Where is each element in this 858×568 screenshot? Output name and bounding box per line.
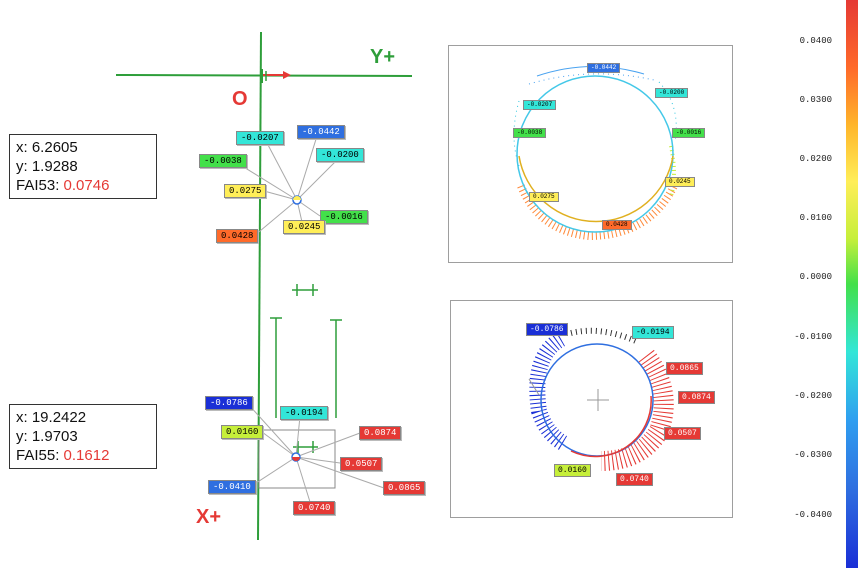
point2-y-value: 1.9703	[31, 428, 78, 445]
point1-tag[interactable]: 0.0428	[216, 229, 259, 243]
scale-tick: 0.0400	[799, 36, 832, 46]
origin-arrowhead	[283, 71, 291, 79]
point1-info-box: x: 6.2605 y: 1.9288 FAI53: 0.0746	[9, 134, 157, 199]
scale-tick: 0.0000	[799, 272, 832, 282]
y-plus-label: Y+	[370, 46, 396, 68]
circle-top-lower-arc	[518, 155, 674, 223]
point1-x: x: 6.2605	[16, 138, 150, 157]
scale-tick: -0.0100	[794, 332, 832, 342]
point2-tag[interactable]: -0.0194	[280, 406, 328, 420]
circle-bottom-tag[interactable]: -0.0194	[632, 326, 674, 339]
circle-bottom-tag[interactable]: 0.0160	[554, 464, 591, 477]
circle-bottom-plot	[528, 327, 674, 471]
circle-top-outline	[516, 75, 674, 233]
point2-x-value: 19.2422	[31, 409, 87, 426]
point1-tag[interactable]: -0.0442	[297, 125, 345, 139]
point1-fai-value: 0.0746	[63, 177, 110, 194]
color-scale-bar	[846, 0, 858, 568]
point2-y: y: 1.9703	[16, 427, 150, 446]
point2-y-label: y:	[16, 428, 32, 445]
scale-tick: -0.0400	[794, 510, 832, 520]
circle-top-tag[interactable]: 0.0428	[602, 220, 632, 230]
point2-x-label: x:	[16, 409, 32, 426]
point2-tag[interactable]: 0.0160	[221, 425, 264, 439]
point2-tag[interactable]: -0.0410	[208, 480, 256, 494]
point1-fai-label: FAI53:	[16, 177, 64, 194]
circle-bottom-leader	[528, 378, 540, 396]
circle-top-tag[interactable]: 0.0275	[529, 192, 559, 202]
circle-top-hatching	[513, 65, 678, 241]
point1-tag[interactable]: -0.0207	[236, 131, 284, 145]
point1-x-value: 6.2605	[31, 139, 78, 156]
point2-tag[interactable]: 0.0740	[293, 501, 336, 515]
circle-bottom-tag[interactable]: 0.0865	[666, 362, 703, 375]
dimension-markers	[270, 284, 342, 453]
point1-tag[interactable]: 0.0275	[224, 184, 267, 198]
point2-fai: FAI55: 0.1612	[16, 446, 150, 465]
circle-bottom-hatching	[529, 327, 674, 471]
circle-panel-top: -0.0442 -0.0200 -0.0207 -0.0016 -0.0038 …	[448, 45, 733, 263]
point1-tag[interactable]: -0.0016	[320, 210, 368, 224]
point2-box	[258, 429, 336, 489]
x-plus-label: X+	[196, 506, 222, 528]
scale-tick: 0.0300	[799, 95, 832, 105]
circle-top-tag[interactable]: -0.0207	[523, 100, 557, 110]
point1-fai: FAI53: 0.0746	[16, 176, 150, 195]
point2-tag[interactable]: 0.0874	[359, 426, 402, 440]
circle-top-tag[interactable]: -0.0200	[655, 88, 689, 98]
point2-tag[interactable]: -0.0786	[205, 396, 253, 410]
point2-x: x: 19.2422	[16, 408, 150, 427]
circle-top-tag[interactable]: 0.0245	[665, 177, 695, 187]
point1-y-value: 1.9288	[31, 158, 78, 175]
circle-bottom-tag[interactable]: 0.0740	[616, 473, 653, 486]
point1-x-label: x:	[16, 139, 32, 156]
scale-tick: -0.0200	[794, 391, 832, 401]
point2-tag[interactable]: 0.0865	[383, 481, 426, 495]
point2-tag[interactable]: 0.0507	[340, 457, 383, 471]
circle-panel-bottom: -0.0786 -0.0194 0.0865 0.0874 0.0507 0.0…	[450, 300, 733, 518]
point1-tag[interactable]: -0.0200	[316, 148, 364, 162]
point2-fai-label: FAI55:	[16, 447, 64, 464]
point2-info-box: x: 19.2422 y: 1.9703 FAI55: 0.1612	[9, 404, 157, 469]
point1-tag[interactable]: -0.0038	[199, 154, 247, 168]
circle-bottom-tag[interactable]: 0.0874	[678, 391, 715, 404]
point2-leaders	[247, 403, 385, 503]
circle-top-tag[interactable]: -0.0016	[672, 128, 706, 138]
origin-label: O	[232, 88, 248, 110]
circle-top-tag[interactable]: -0.0038	[513, 128, 547, 138]
scale-tick: 0.0100	[799, 213, 832, 223]
circle-bottom-tag[interactable]: -0.0786	[526, 323, 568, 336]
point1-y: y: 1.9288	[16, 157, 150, 176]
circle-bottom-tag[interactable]: 0.0507	[664, 427, 701, 440]
circle-top-plot	[513, 65, 678, 241]
point2-fai-value: 0.1612	[63, 447, 110, 464]
circle-bottom-red-arc	[570, 395, 652, 458]
scale-tick: 0.0200	[799, 154, 832, 164]
point1-marker-fill	[293, 196, 301, 200]
circle-top-tag[interactable]: -0.0442	[587, 63, 621, 73]
point1-tag[interactable]: 0.0245	[283, 220, 326, 234]
point2-marker-fill	[292, 457, 300, 461]
scale-tick: -0.0300	[794, 450, 832, 460]
point1-y-label: y:	[16, 158, 32, 175]
